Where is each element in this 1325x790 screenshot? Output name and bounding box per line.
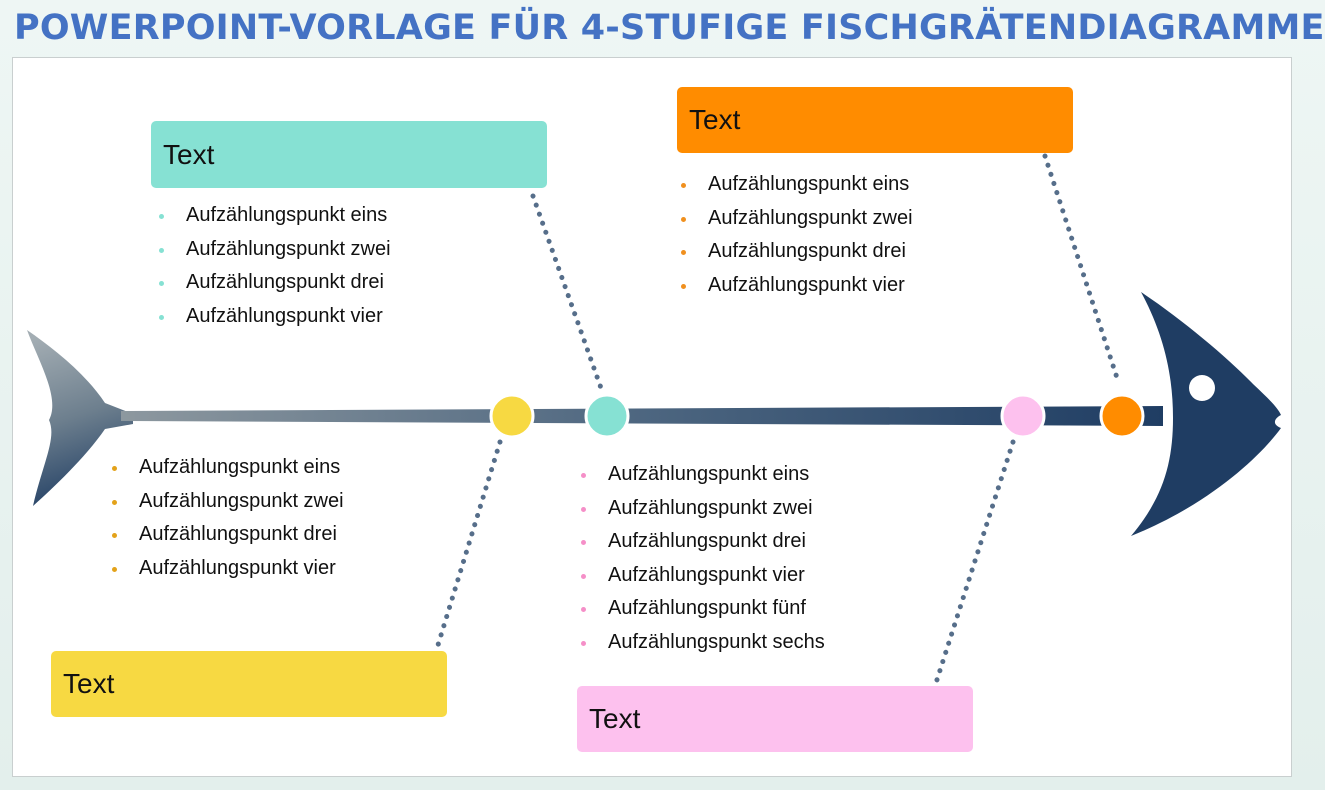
bullet-dot	[112, 566, 117, 572]
bullet-dot	[159, 247, 164, 253]
bullet-dot	[581, 506, 586, 512]
list-item: Aufzählungspunkt vier	[108, 552, 344, 586]
list-item: Aufzählungspunkt drei	[108, 518, 344, 552]
list-item: Aufzählungspunkt vier	[677, 269, 913, 303]
bullet-dot	[581, 640, 586, 646]
box-teal: Text	[151, 121, 547, 188]
list-item: Aufzählungspunkt zwei	[577, 492, 825, 526]
bullet-dot	[681, 183, 686, 188]
list-item: Aufzählungspunkt eins	[677, 168, 913, 202]
list-item: Aufzählungspunkt drei	[577, 525, 825, 559]
box-orange-label: Text	[689, 104, 741, 135]
joint-orange	[1099, 393, 1145, 439]
bullet-dot	[581, 473, 586, 478]
joint-pink	[1000, 393, 1046, 439]
bullet-dot	[681, 250, 686, 256]
box-teal-label: Text	[163, 138, 215, 170]
list-item: Aufzählungspunkt fünf	[577, 592, 825, 626]
list-item: Aufzählungspunkt zwei	[108, 485, 344, 519]
spine	[121, 406, 1163, 426]
bullet-dot	[159, 281, 164, 287]
bullet-dot	[112, 533, 117, 539]
page-title: POWERPOINT-VORLAGE FÜR 4-STUFIGE FISCHGR…	[14, 8, 1325, 48]
fishbone-graphic	[27, 153, 1281, 689]
tail-fin	[27, 330, 133, 506]
list-item: Aufzählungspunkt eins	[577, 458, 825, 492]
bullet-dot	[681, 216, 686, 222]
box-yellow-label: Text	[63, 668, 115, 699]
bullets-teal: Aufzählungspunkt eins Aufzählungspunkt z…	[155, 199, 391, 333]
list-item: Aufzählungspunkt vier	[577, 559, 825, 593]
list-item: Aufzählungspunkt sechs	[577, 626, 825, 660]
connector-pink	[932, 439, 1016, 689]
list-item: Aufzählungspunkt eins	[155, 199, 391, 233]
bullets-yellow: Aufzählungspunkt eins Aufzählungspunkt z…	[108, 451, 344, 585]
box-orange: Text	[677, 87, 1073, 153]
list-item: Aufzählungspunkt drei	[677, 235, 913, 269]
bullets-orange: Aufzählungspunkt eins Aufzählungspunkt z…	[677, 168, 913, 302]
fish-eye	[1189, 375, 1215, 401]
list-item: Aufzählungspunkt eins	[108, 451, 344, 485]
joint-yellow	[489, 393, 535, 439]
list-item: Aufzählungspunkt vier	[155, 300, 391, 334]
list-item: Aufzählungspunkt zwei	[677, 202, 913, 236]
bullet-dot	[112, 499, 117, 505]
connector-yellow	[435, 439, 503, 648]
bullet-dot	[681, 283, 686, 289]
box-pink: Text	[577, 686, 973, 752]
list-item: Aufzählungspunkt zwei	[155, 233, 391, 267]
fish-head	[1131, 292, 1281, 536]
diagram-canvas: Text Aufzählungspunkt eins Aufzählungspu…	[12, 57, 1292, 777]
joint-teal	[584, 393, 630, 439]
bullet-dot	[159, 314, 164, 320]
connector-teal	[530, 193, 604, 391]
bullet-dot	[581, 607, 586, 613]
connector-orange	[1042, 153, 1122, 387]
bullet-dot	[112, 466, 117, 471]
bullet-dot	[159, 214, 164, 219]
bullets-pink: Aufzählungspunkt eins Aufzählungspunkt z…	[577, 458, 825, 660]
box-yellow: Text	[51, 651, 447, 717]
bullet-dot	[581, 573, 586, 579]
bullet-dot	[581, 540, 586, 546]
box-pink-label: Text	[589, 703, 641, 734]
list-item: Aufzählungspunkt drei	[155, 266, 391, 300]
